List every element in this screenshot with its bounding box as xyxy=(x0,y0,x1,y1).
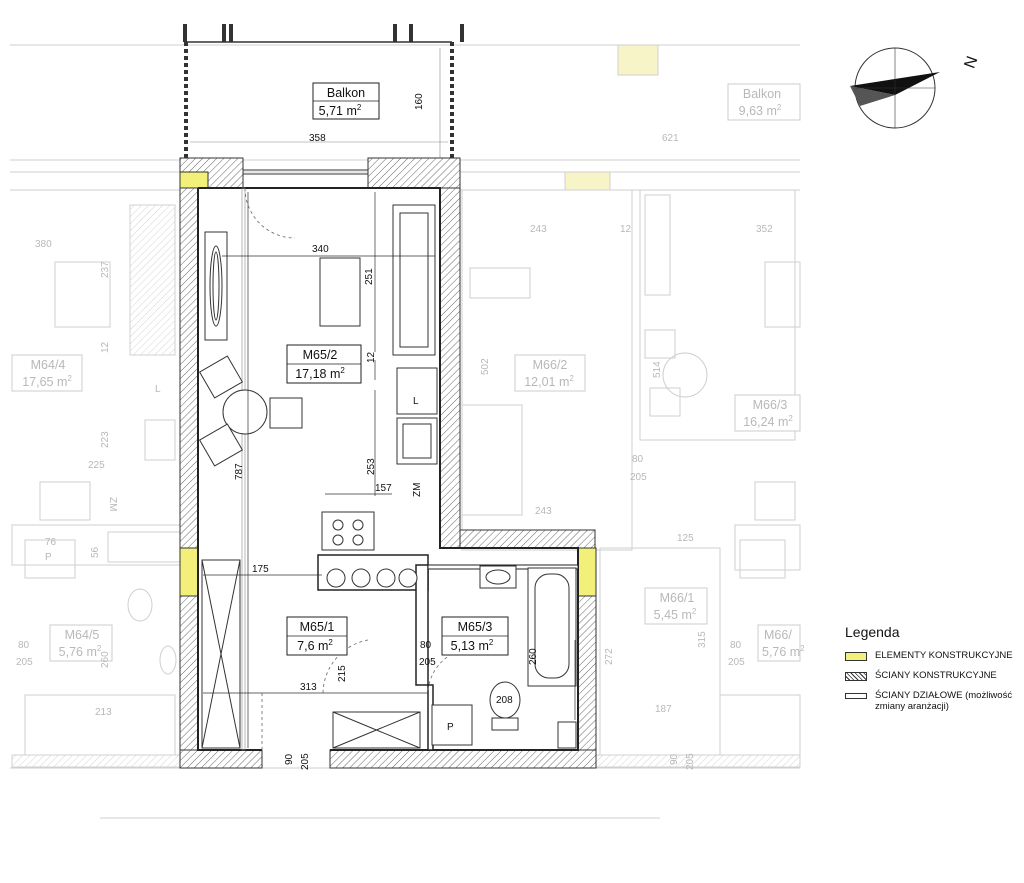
ghost-dim-205b: 205 xyxy=(16,657,33,668)
ghost-dim-315: 315 xyxy=(697,631,708,648)
ghost-l-label: L xyxy=(155,384,161,395)
dim-787: 787 xyxy=(234,463,245,480)
dim-358: 358 xyxy=(309,133,326,144)
ghost-dim-80b: 80 xyxy=(18,640,30,651)
interior-outline xyxy=(197,187,579,751)
dim-157: 157 xyxy=(375,483,392,494)
ghost-m661-area: 5,45 m2 xyxy=(654,607,697,622)
balcony xyxy=(183,24,464,160)
ghost-dim-213: 213 xyxy=(95,707,112,718)
ghost-m645-area: 5,76 m2 xyxy=(59,644,102,659)
room-653-name: M65/3 xyxy=(458,620,493,634)
ghost-dim-56: 56 xyxy=(90,546,101,558)
ghost-dim-80c: 80 xyxy=(730,640,742,651)
dim-90: 90 xyxy=(284,753,295,765)
room-651-area: 7,6 m2 xyxy=(297,638,333,653)
ghost-m662-name: M66/2 xyxy=(533,358,568,372)
room-652-name: M65/2 xyxy=(303,348,338,362)
fridge-label: L xyxy=(413,396,419,407)
ghost-dim-237: 237 xyxy=(100,261,111,278)
dimension-texts: 358 160 340 251 12 253 157 787 175 313 2… xyxy=(234,93,539,770)
ghost-dim-12a: 12 xyxy=(100,341,111,353)
fixture-labels: L ZM P ZM P L xyxy=(45,384,454,733)
dim-208: 208 xyxy=(496,695,513,706)
legend-item-structural-elements: ELEMENTY KONSTRUKCYJNE xyxy=(845,650,1020,661)
ghost-dim-380: 380 xyxy=(35,239,52,250)
room-653-area: 5,13 m2 xyxy=(451,638,494,653)
compass: N xyxy=(850,47,982,129)
compass-label: N xyxy=(962,54,982,71)
ghost-m644-area: 17,65 m2 xyxy=(22,374,72,389)
ghost-dim-272: 272 xyxy=(604,648,615,665)
facade-band xyxy=(179,157,461,189)
ghost-dim-621: 621 xyxy=(662,133,679,144)
legend-swatch-yellow xyxy=(845,652,867,661)
dim-340: 340 xyxy=(312,244,329,255)
ghost-balcony-name: Balkon xyxy=(743,87,781,101)
legend: Legenda ELEMENTY KONSTRUKCYJNE ŚCIANY KO… xyxy=(845,624,1020,721)
structural-walls xyxy=(179,187,597,769)
ghost-m66x-area: 5,76 m2 xyxy=(762,644,805,659)
dimension-lines xyxy=(203,192,576,748)
ghost-m66x-name: M66/ xyxy=(764,628,792,642)
ghost-p-label: P xyxy=(45,552,52,563)
room-labels: Balkon 5,71 m2 M65/2 17,18 m2 M65/1 7,6 … xyxy=(286,86,509,656)
ghost-dim-90: 90 xyxy=(669,753,680,765)
ghost-dim-12b: 12 xyxy=(620,224,632,235)
ghost-balcony-area: 9,63 m2 xyxy=(739,103,782,118)
ghost-dim-205d: 205 xyxy=(685,753,696,770)
dim-260: 260 xyxy=(528,648,539,665)
ghost-m662-area: 12,01 m2 xyxy=(524,374,574,389)
neighbour-ghost-lines xyxy=(10,44,801,819)
ghost-dim-502: 502 xyxy=(480,358,491,375)
ghost-m645-name: M64/5 xyxy=(65,628,100,642)
p-label: P xyxy=(447,722,454,733)
legend-item-partition-walls: ŚCIANY DZIAŁOWE (możliwość zmiany aranża… xyxy=(845,690,1020,712)
zm-label: ZM xyxy=(412,483,423,497)
legend-swatch-hatch xyxy=(845,672,867,681)
ghost-dimension-texts: 621 380 237 12 223 225 243 12 352 502 51… xyxy=(16,133,773,770)
ghost-dim-243b: 243 xyxy=(535,506,552,517)
dim-160: 160 xyxy=(414,93,425,110)
dim-251: 251 xyxy=(364,268,375,285)
dim-313: 313 xyxy=(300,682,317,693)
dim-80: 80 xyxy=(420,640,432,651)
balcony-area: 5,71 m2 xyxy=(319,103,362,118)
ghost-zm-label: ZM xyxy=(107,497,118,511)
legend-label: ELEMENTY KONSTRUKCYJNE xyxy=(875,650,1013,661)
ghost-dim-514: 514 xyxy=(652,361,663,378)
ghost-dim-76: 76 xyxy=(45,537,57,548)
ghost-dim-205c: 205 xyxy=(728,657,745,668)
balcony-name: Balkon xyxy=(327,86,365,100)
ghost-m663-area: 16,24 m2 xyxy=(743,414,793,429)
dim-205: 205 xyxy=(419,657,436,668)
ghost-dim-243: 243 xyxy=(530,224,547,235)
legend-title: Legenda xyxy=(845,624,900,640)
furniture xyxy=(198,204,577,749)
legend-label: ŚCIANY KONSTRUKCYJNE xyxy=(875,670,997,681)
ghost-dim-187: 187 xyxy=(655,704,672,715)
dim-12: 12 xyxy=(366,351,377,363)
ghost-dim-225: 225 xyxy=(88,460,105,471)
ghost-m644-name: M64/4 xyxy=(31,358,66,372)
ghost-dim-223: 223 xyxy=(100,431,111,448)
dim-205b: 205 xyxy=(300,753,311,770)
legend-swatch-thin xyxy=(845,693,867,699)
ghost-m663-name: M66/3 xyxy=(753,398,788,412)
ghost-m661-name: M66/1 xyxy=(660,591,695,605)
dim-215: 215 xyxy=(337,665,348,682)
room-651-name: M65/1 xyxy=(300,620,335,634)
ghost-room-labels: Balkon 9,63 m2 M64/4 17,65 m2 M66/2 12,0… xyxy=(11,83,805,662)
legend-label: ŚCIANY DZIAŁOWE (możliwość zmiany aranża… xyxy=(875,690,1013,712)
dim-253: 253 xyxy=(366,458,377,475)
ghost-dim-205: 205 xyxy=(630,472,647,483)
dim-175: 175 xyxy=(252,564,269,575)
ghost-dim-80: 80 xyxy=(632,454,644,465)
ghost-dim-260: 260 xyxy=(100,651,111,668)
ghost-dim-352: 352 xyxy=(756,224,773,235)
legend-item-structural-walls: ŚCIANY KONSTRUKCYJNE xyxy=(845,670,1020,681)
room-652-area: 17,18 m2 xyxy=(295,366,345,381)
ghost-dim-125: 125 xyxy=(677,533,694,544)
